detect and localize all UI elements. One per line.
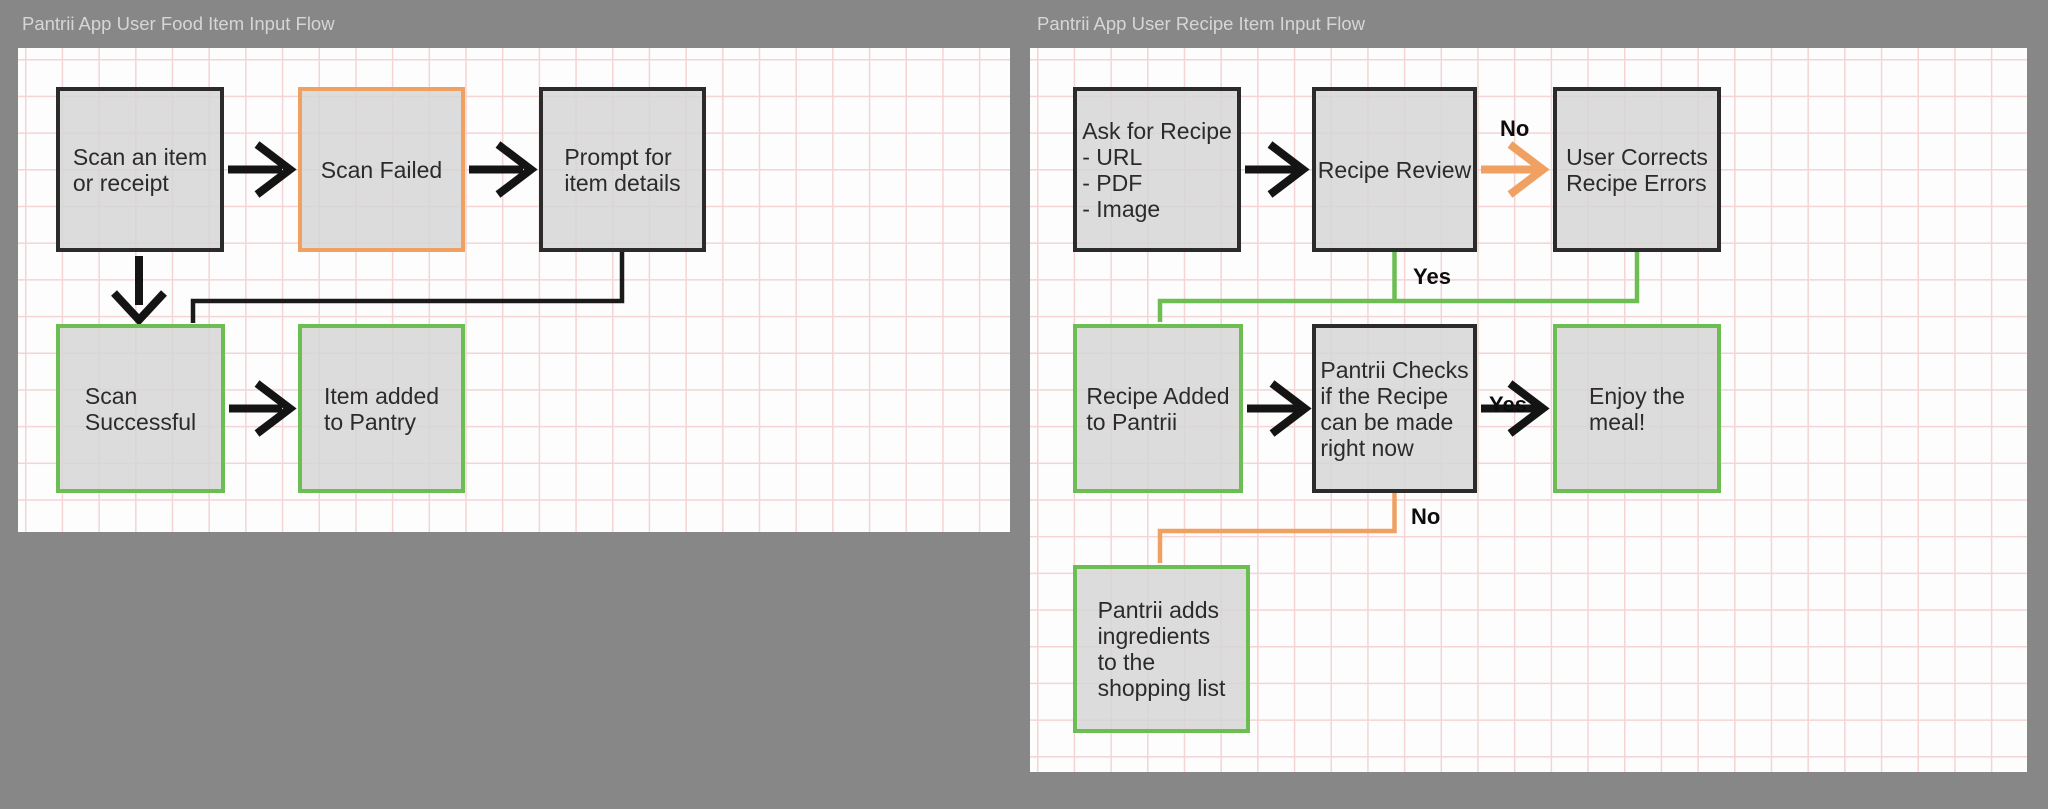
node-pantrii-adds-ingredients-label: Pantrii adds ingredients to the shopping… [1097, 597, 1226, 701]
edge-label-yes-checks-to-enjoy: Yes [1489, 392, 1527, 417]
node-enjoy-the-meal-label: Enjoy the meal! [1589, 382, 1685, 435]
recipe-flow-frame-title: Pantrii App User Recipe Item Input Flow [1037, 13, 1366, 34]
node-recipe-review[interactable]: Recipe Review [1312, 87, 1477, 252]
edge-ask-recipe-to-recipe-review[interactable] [1245, 141, 1310, 198]
node-pantrii-checks-recipe-label: Pantrii Checks if the Recipe can be made… [1320, 356, 1469, 461]
node-scan-item-label: Scan an item or receipt [72, 143, 208, 196]
edge-user-corrects-to-recipe-added[interactable] [1157, 252, 1640, 322]
node-recipe-added-to-pantrii-label: Recipe Added to Pantrii [1086, 382, 1230, 435]
node-ask-for-recipe-label: Ask for Recipe - URL - PDF - Image [1082, 117, 1232, 222]
node-scan-item[interactable]: Scan an item or receipt [56, 87, 224, 252]
node-recipe-review-label: Recipe Review [1317, 156, 1472, 183]
edge-scan-failed-to-prompt-details[interactable] [469, 141, 538, 198]
edge-pantrii-checks-to-enjoy-meal[interactable] [1481, 380, 1550, 437]
food-flow-frame-title: Pantrii App User Food Item Input Flow [22, 13, 335, 34]
node-item-added-to-pantry-label: Item added to Pantry [323, 382, 440, 435]
node-scan-failed[interactable]: Scan Failed [298, 87, 465, 252]
food-flow-connectors [111, 141, 625, 437]
recipe-flow-canvas[interactable]: Ask for Recipe - URL - PDF - Image Recip… [1030, 48, 2027, 772]
node-user-corrects-recipe-errors[interactable]: User Corrects Recipe Errors [1553, 87, 1721, 252]
edge-scan-item-to-scan-failed[interactable] [228, 141, 297, 198]
edge-pantrii-checks-to-pantrii-adds[interactable] [1157, 493, 1397, 563]
node-enjoy-the-meal[interactable]: Enjoy the meal! [1553, 324, 1721, 493]
edge-label-no-checks-to-adds: No [1411, 504, 1441, 529]
edge-recipe-review-to-user-corrects[interactable] [1481, 141, 1550, 198]
node-pantrii-adds-ingredients[interactable]: Pantrii adds ingredients to the shopping… [1073, 565, 1250, 733]
node-pantrii-checks-recipe[interactable]: Pantrii Checks if the Recipe can be made… [1312, 324, 1477, 493]
food-flow-canvas[interactable]: Scan an item or receipt Scan Failed Prom… [18, 48, 1010, 532]
node-scan-successful-label: Scan Successful [84, 382, 197, 435]
node-item-added-to-pantry[interactable]: Item added to Pantry [298, 324, 465, 493]
node-ask-for-recipe[interactable]: Ask for Recipe - URL - PDF - Image [1073, 87, 1241, 252]
edge-prompt-details-to-scan-successful[interactable] [190, 252, 625, 323]
node-prompt-for-item-details[interactable]: Prompt for item details [539, 87, 706, 252]
node-scan-failed-label: Scan Failed [320, 156, 443, 183]
node-user-corrects-recipe-errors-label: User Corrects Recipe Errors [1566, 143, 1708, 196]
edge-recipe-added-to-pantrii-checks[interactable] [1247, 380, 1312, 437]
recipe-flow-connectors [1157, 141, 1640, 563]
edge-scan-successful-to-item-added[interactable] [229, 380, 297, 437]
edge-label-no-review-to-corrects: No [1500, 116, 1530, 141]
edge-scan-item-to-scan-successful[interactable] [111, 256, 167, 326]
node-recipe-added-to-pantrii[interactable]: Recipe Added to Pantrii [1073, 324, 1243, 493]
node-scan-successful[interactable]: Scan Successful [56, 324, 225, 493]
edge-label-yes-review-to-added: Yes [1413, 264, 1451, 289]
node-prompt-for-item-details-label: Prompt for item details [564, 143, 681, 196]
